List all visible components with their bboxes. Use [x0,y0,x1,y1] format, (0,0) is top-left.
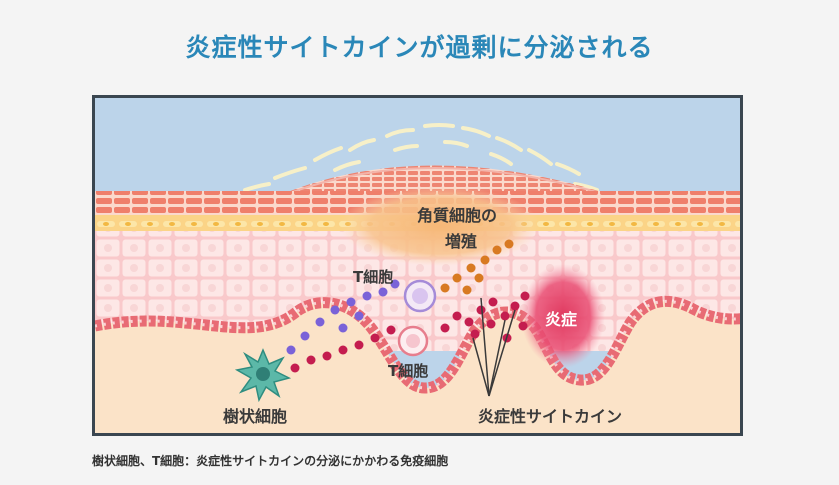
t-cell-label-top: T細胞 [353,268,394,286]
skin-cross-section [95,98,740,433]
dendritic-cell [234,348,292,403]
cytokine-pointers [472,297,516,397]
dendritic-cell-label: 樹状細胞 [223,407,288,426]
keratinocyte-label-line1: 角質細胞の [417,206,498,225]
t-cell-lower [397,325,429,357]
dermis [95,301,740,433]
keratinocyte-label-line2: 増殖 [445,232,478,251]
cytokine-dots [290,291,530,373]
keratin-dots [440,239,514,295]
caption: 樹状細胞、T細胞：炎症性サイトカインの分泌にかかわる免疫細胞 [92,454,449,468]
cytokine-label: 炎症性サイトカイン [478,407,623,426]
inflammation-area [521,264,605,368]
page-title: 炎症性サイトカインが過剰に分泌される [185,33,654,62]
inflammation-label: 炎症 [545,310,578,329]
t-cell-upper [403,279,437,313]
signal-dots-purple [286,279,400,355]
proliferation-cloud [340,186,540,266]
t-cell-label-bottom: T細胞 [388,362,429,380]
skin-diagram: 角質細胞の 増殖 T細胞 T細胞 炎症 樹状細胞 炎症性サイトカイン [92,95,743,436]
